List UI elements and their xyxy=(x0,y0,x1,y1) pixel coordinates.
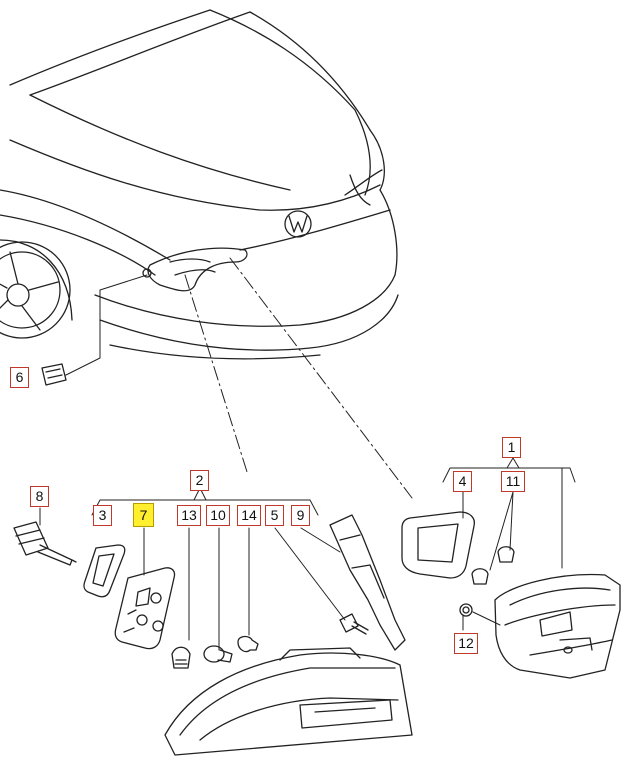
callout-3[interactable]: 3 xyxy=(93,505,112,526)
callout-1[interactable]: 1 xyxy=(502,437,521,458)
callout-7[interactable]: 7 xyxy=(133,503,154,527)
callout-12[interactable]: 12 xyxy=(454,633,478,654)
callout-10[interactable]: 10 xyxy=(206,505,230,526)
callout-13[interactable]: 13 xyxy=(177,505,201,526)
callout-14[interactable]: 14 xyxy=(237,505,261,526)
callout-5[interactable]: 5 xyxy=(265,505,284,526)
leader-lines xyxy=(39,257,576,651)
callout-6[interactable]: 6 xyxy=(10,367,29,388)
part-4-gasket xyxy=(401,511,476,579)
part-5-screw xyxy=(339,613,369,635)
callout-9[interactable]: 9 xyxy=(291,505,310,526)
part-3-gasket xyxy=(83,544,126,598)
part-8-bulb-socket xyxy=(13,521,77,566)
part-13-bulb xyxy=(171,646,191,669)
part-14-bulb xyxy=(237,635,259,653)
outer-tail-light xyxy=(164,647,413,756)
part-11-bulbs xyxy=(471,546,515,585)
part-10-bulb xyxy=(203,645,233,663)
callout-4[interactable]: 4 xyxy=(453,471,472,492)
callout-8[interactable]: 8 xyxy=(30,486,49,507)
part-6-clip xyxy=(41,363,67,386)
part-9-bracket xyxy=(329,514,406,651)
part-12-nut xyxy=(459,603,473,617)
callout-2[interactable]: 2 xyxy=(190,470,209,491)
car-rear-illustration xyxy=(0,9,399,360)
callout-11[interactable]: 11 xyxy=(501,471,525,492)
inner-tail-light xyxy=(494,573,621,679)
part-7-bulb-holder xyxy=(114,567,176,650)
